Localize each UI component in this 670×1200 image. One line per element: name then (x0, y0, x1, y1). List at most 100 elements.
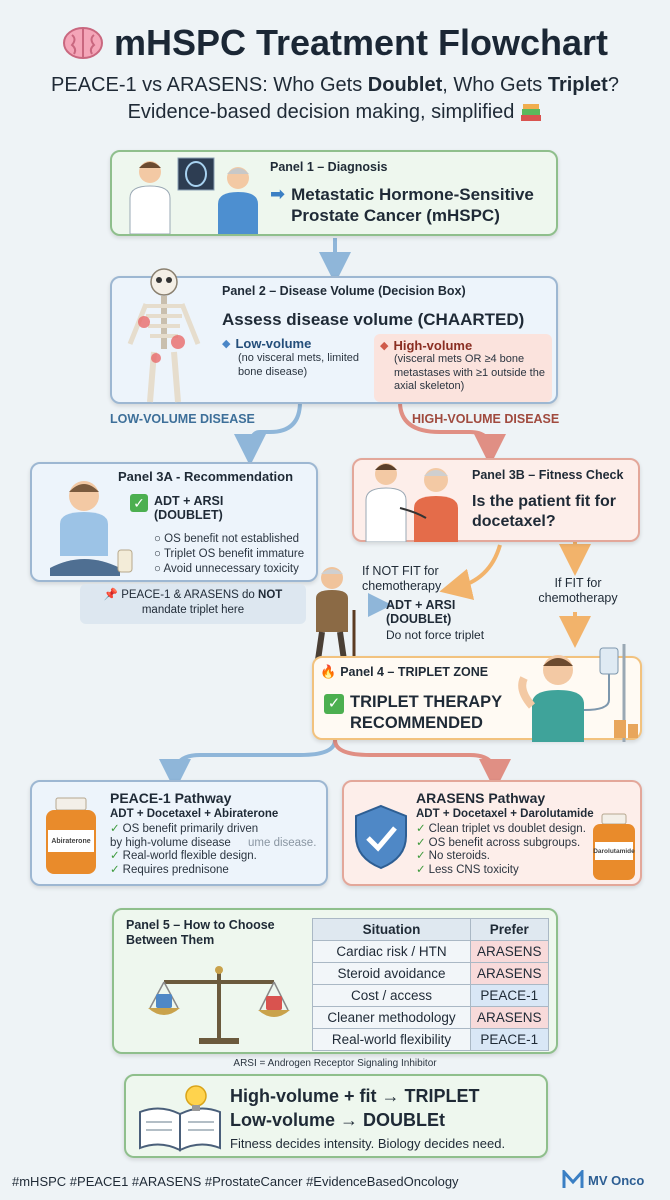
check-icon: ✓ (416, 836, 426, 849)
hashtags: #mHSPC #PEACE1 #ARASENS #ProstateCancer … (12, 1174, 459, 1189)
panel-3a-recommendation: Panel 3A - Recommendation ✓ ADT + ARSI (… (30, 462, 318, 582)
subtitle-mid: , Who Gets (442, 74, 548, 96)
panel-4-title-row: 🔥 Panel 4 – TRIPLET ZONE (320, 664, 488, 680)
brand-name: MV Onco (588, 1172, 645, 1188)
prefer-cell: ARASENS (470, 940, 549, 963)
situation-cell: Cleaner methodology (312, 1006, 471, 1029)
peace1-bullets: ✓OS benefit primarily driven by high-vol… (110, 823, 270, 877)
check-icon: ✓ (416, 863, 426, 876)
panel-1-title: Panel 1 – Diagnosis (270, 160, 388, 174)
tagline-text: Evidence-based decision making, simplifi… (127, 101, 515, 123)
check-icon: ✓ (110, 823, 120, 835)
arrow-high-volume (398, 401, 506, 466)
pushpin-icon: 📌 (103, 589, 119, 601)
diamond-blue-icon: ◆ (222, 338, 231, 350)
bullet-text: OS benefit across subgroups. (428, 836, 581, 849)
summary-line-2: Low-volume → DOUBLEt (230, 1110, 445, 1130)
prefer-cell: ARASENS (470, 1006, 549, 1029)
panel-3a-rec: ✓ ADT + ARSI (DOUBLET) (130, 494, 223, 522)
balance-scale-icon (148, 966, 290, 1044)
panel-3b-fitness-check: Panel 3B – Fitness Check Is the patient … (352, 458, 640, 542)
peace1-title: PEACE-1 Pathway (110, 790, 232, 806)
prefer-cell: ARASENS (470, 962, 549, 985)
bullet-dot: ○ (154, 548, 164, 560)
note-post: mandate triplet here (141, 604, 245, 616)
check-icon: ✓ (416, 850, 426, 862)
panel-3a-note: 📌 PEACE-1 & ARASENS do NOT mandate tripl… (80, 584, 306, 624)
bullet-text: OS benefit primarily driven by high-volu… (110, 823, 259, 849)
darolutamide-bottle-icon (593, 813, 635, 880)
mv-onco-logo-icon (562, 1170, 584, 1188)
bullet-dot: ○ (154, 533, 165, 545)
arrow-right-icon: ➡ (270, 184, 286, 204)
bullet-item: ✓Clean triplet vs doublet design. (416, 823, 596, 837)
tagline: Evidence-based decision making, simplifi… (0, 101, 670, 124)
check-icon: ✓ (110, 863, 120, 876)
bullet-item: ✓Real-world flexible design. (110, 850, 270, 864)
panel-3a-title: Panel 3A - Recommendation (118, 469, 294, 484)
arrow-low-volume (234, 401, 302, 466)
situation-cell: Real-world flexibility (312, 1028, 471, 1051)
bullet-dot: ○ (154, 563, 164, 575)
panel-2-title: Panel 2 – Disease Volume (Decision Box) (222, 284, 466, 298)
subtitle-pre: PEACE-1 vs ARASENS: Who Gets (51, 74, 368, 96)
title-text: mHSPC Treatment Flowchart (113, 22, 609, 63)
sitting-person-illustration (50, 481, 133, 576)
checkbox-green-icon: ✓ (324, 694, 344, 714)
shield-check-icon (355, 804, 407, 870)
panel-3a-rec-line1: ADT + ARSI (154, 494, 224, 508)
skeleton-illustration (127, 268, 201, 403)
subtitle: PEACE-1 vs ARASENS: Who Gets Doublet, Wh… (0, 74, 670, 97)
arasens-pathway-panel: ARASENS Pathway ADT + Docetaxel + Darolu… (342, 780, 642, 886)
subtitle-triplet: Triplet (547, 74, 608, 96)
low-volume-branch-label: LOW-VOLUME DISEASE (110, 412, 255, 426)
check-icon: ✓ (110, 850, 120, 862)
prefer-cell: PEACE-1 (470, 1028, 549, 1051)
bullet-text: Avoid unnecessary toxicity (163, 563, 299, 575)
panel-3a-bullets: ○ OS benefit not established ○ Triplet O… (154, 532, 304, 577)
diamond-red-icon: ◆ (380, 340, 389, 352)
panel-3b-title: Panel 3B – Fitness Check (472, 468, 624, 482)
high-volume-text: (visceral mets OR ≥4 bone metastases wit… (394, 353, 545, 392)
arsi-footnote: ARSI = Androgen Receptor Signaling Inhib… (233, 1058, 437, 1069)
bullet-item: ○ Triplet OS benefit immature (154, 547, 304, 562)
arrow-to-peace1 (159, 739, 337, 791)
table-header-row: Situation Prefer (312, 918, 549, 941)
high-volume-branch-label: HIGH-VOLUME DISEASE (412, 412, 560, 426)
high-volume-box: ◆ High-volume (visceral mets OR ≥4 bone … (374, 334, 552, 402)
situation-cell: Cost / access (312, 984, 471, 1007)
page-title: mHSPC Treatment Flowchart (0, 22, 670, 64)
elderly-man-illustration (315, 567, 356, 661)
panel-3b-question: Is the patient fit for docetaxel? (472, 493, 616, 530)
arasens-subtitle: ADT + Docetaxel + Darolutamide (416, 808, 594, 820)
abiraterone-bottle-label: Abiraterone (51, 838, 91, 845)
panel-1-diagnosis: Panel 1 – Diagnosis ➡ Metastatic Hormone… (110, 150, 558, 236)
note-pre: PEACE-1 & ARASENS do (121, 589, 259, 601)
bullet-text: Less CNS toxicity (428, 863, 519, 876)
bullet-text: Clean triplet vs doublet design. (428, 823, 586, 835)
fit-label: If FIT for chemotherapy (538, 576, 618, 605)
checkbox-green-icon: ✓ (130, 494, 148, 512)
bullet-text: Real-world flexible design. (122, 850, 257, 862)
not-fit-rec: ADT + ARSI (DOUBLEt) Do not force triple… (386, 598, 484, 642)
bullet-text: No steroids. (428, 850, 490, 862)
subtitle-post: ? (607, 74, 619, 96)
peace1-pathway-panel: Abiraterone PEACE-1 Pathway ADT + Doceta… (30, 780, 328, 886)
darolutamide-bottle-label: Darolutamide (593, 848, 635, 855)
summary-panel: High-volume + fit → TRIPLET Low-volume →… (124, 1074, 548, 1158)
check-icon: ✓ (416, 823, 426, 835)
col-situation-header: Situation (312, 918, 471, 941)
panel-4-title: Panel 4 – TRIPLET ZONE (340, 665, 489, 679)
note-bold: NOT (258, 589, 283, 601)
arrow-not-fit (439, 544, 502, 601)
not-fit-label: If NOT FIT for chemotherapy (362, 564, 442, 593)
panel-2-disease-volume: Panel 2 – Disease Volume (Decision Box) … (110, 268, 558, 404)
high-volume-title: High-volume (393, 338, 473, 353)
panel-2-heading: Assess disease volume (CHAARTED) (222, 310, 525, 329)
arasens-title: ARASENS Pathway (416, 790, 546, 806)
